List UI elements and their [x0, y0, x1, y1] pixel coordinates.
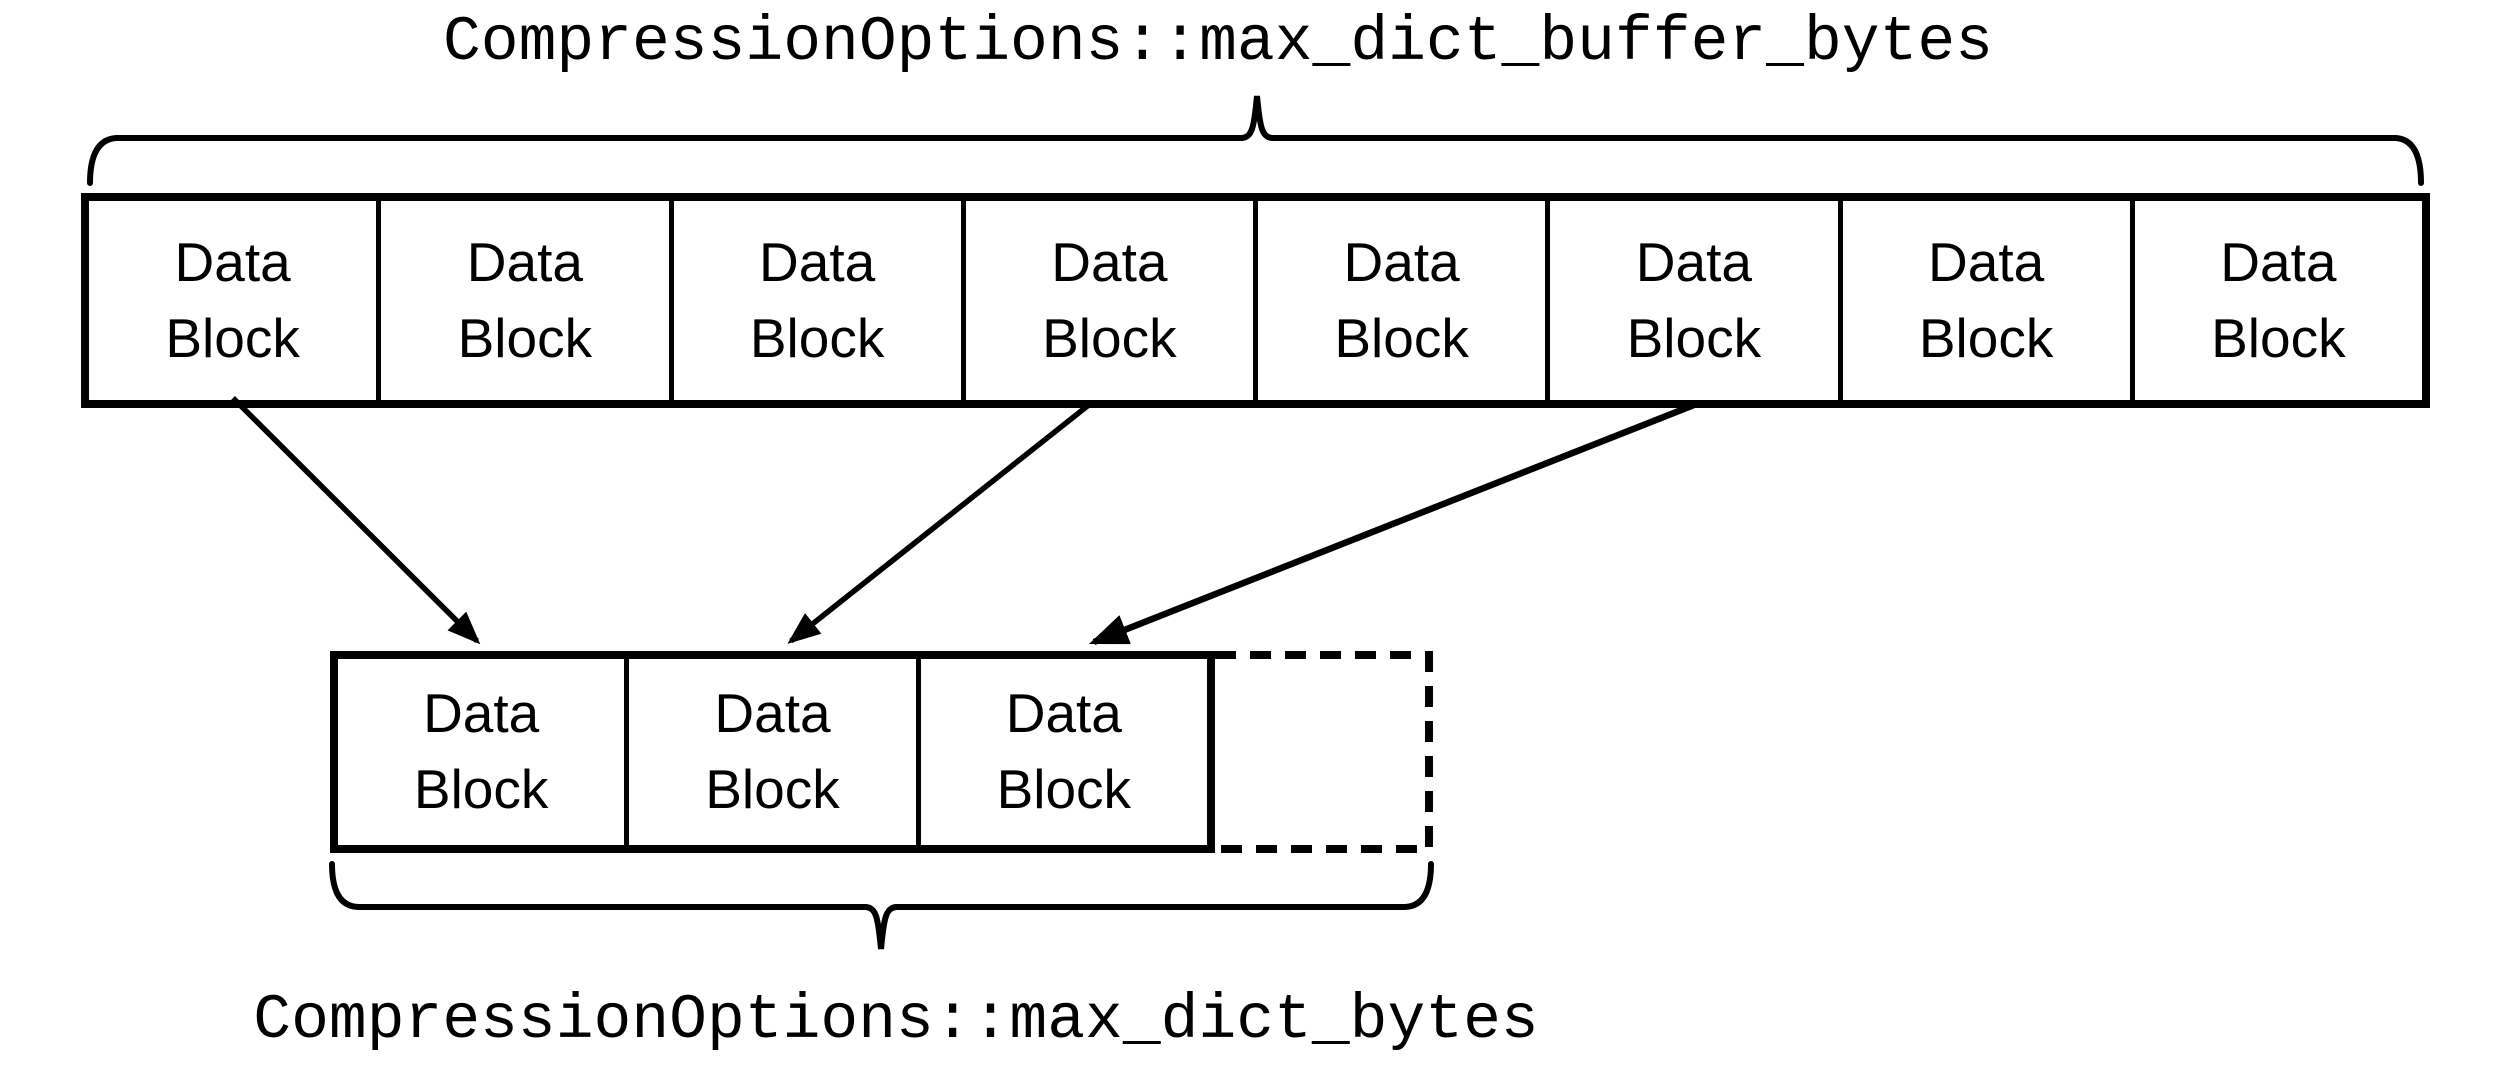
- pending-block-outline: [1215, 651, 1433, 853]
- dict-blocks-row: Data Block Data Block Data Block: [330, 651, 1215, 853]
- max-dict-bytes-brace: [329, 861, 1434, 950]
- data-block-cell: Data Block: [376, 201, 668, 400]
- data-block-cell: Data Block: [165, 230, 300, 369]
- data-block-cell: Data Block: [624, 659, 915, 845]
- source-blocks-row: Data Block Data Block Data Block Data Bl…: [81, 193, 2430, 408]
- sampling-arrow-2: [787, 401, 1092, 644]
- data-block-cell: Data Block: [1253, 201, 1545, 400]
- data-block-cell: Data Block: [668, 201, 961, 400]
- data-block-cell: Data Block: [915, 659, 1207, 845]
- max-dict-bytes-label: CompressionOptions::max_dict_bytes: [253, 985, 1539, 1056]
- sampling-arrow-1: [231, 396, 481, 645]
- sampling-arrow-3: [1088, 401, 1696, 646]
- max-dict-buffer-bytes-brace: [87, 95, 2424, 186]
- max-dict-buffer-bytes-label: CompressionOptions::max_dict_buffer_byte…: [442, 7, 1994, 78]
- data-block-cell: Data Block: [2129, 201, 2422, 400]
- data-block-cell: Data Block: [960, 201, 1253, 400]
- data-block-cell: Data Block: [1545, 201, 1837, 400]
- data-block-cell: Data Block: [413, 682, 549, 820]
- data-block-cell: Data Block: [1837, 201, 2130, 400]
